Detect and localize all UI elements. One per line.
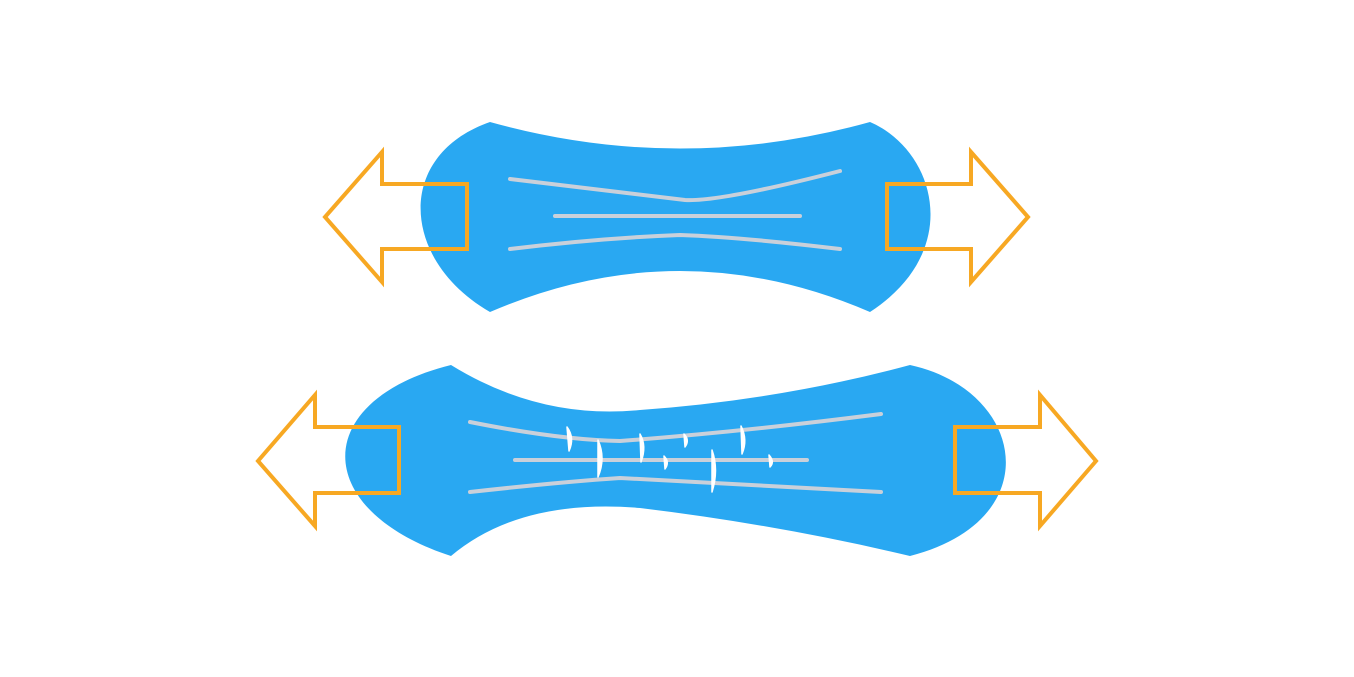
tear-mark — [740, 425, 746, 455]
top-fiber-lower — [508, 232, 842, 251]
top-right-arrow — [885, 146, 1031, 288]
bottom-fiber-lower — [468, 475, 883, 494]
tear-mark — [711, 449, 717, 493]
bottom-left-arrow — [255, 389, 401, 532]
tear-mark — [663, 455, 668, 470]
bottom-right-arrow — [953, 389, 1099, 532]
bottom-tears — [566, 425, 773, 493]
tear-mark — [639, 433, 645, 463]
tear-mark — [566, 426, 573, 452]
tear-mark — [683, 433, 688, 448]
top-fibers — [508, 169, 842, 251]
bottom-panel — [255, 365, 1099, 556]
tear-mark — [768, 454, 773, 468]
top-left-arrow — [322, 146, 469, 288]
top-panel — [322, 122, 1031, 312]
top-fiber-upper — [508, 169, 842, 203]
bottom-fiber-upper — [468, 412, 883, 444]
tear-mark — [597, 439, 603, 478]
bottom-fibers — [468, 412, 883, 494]
